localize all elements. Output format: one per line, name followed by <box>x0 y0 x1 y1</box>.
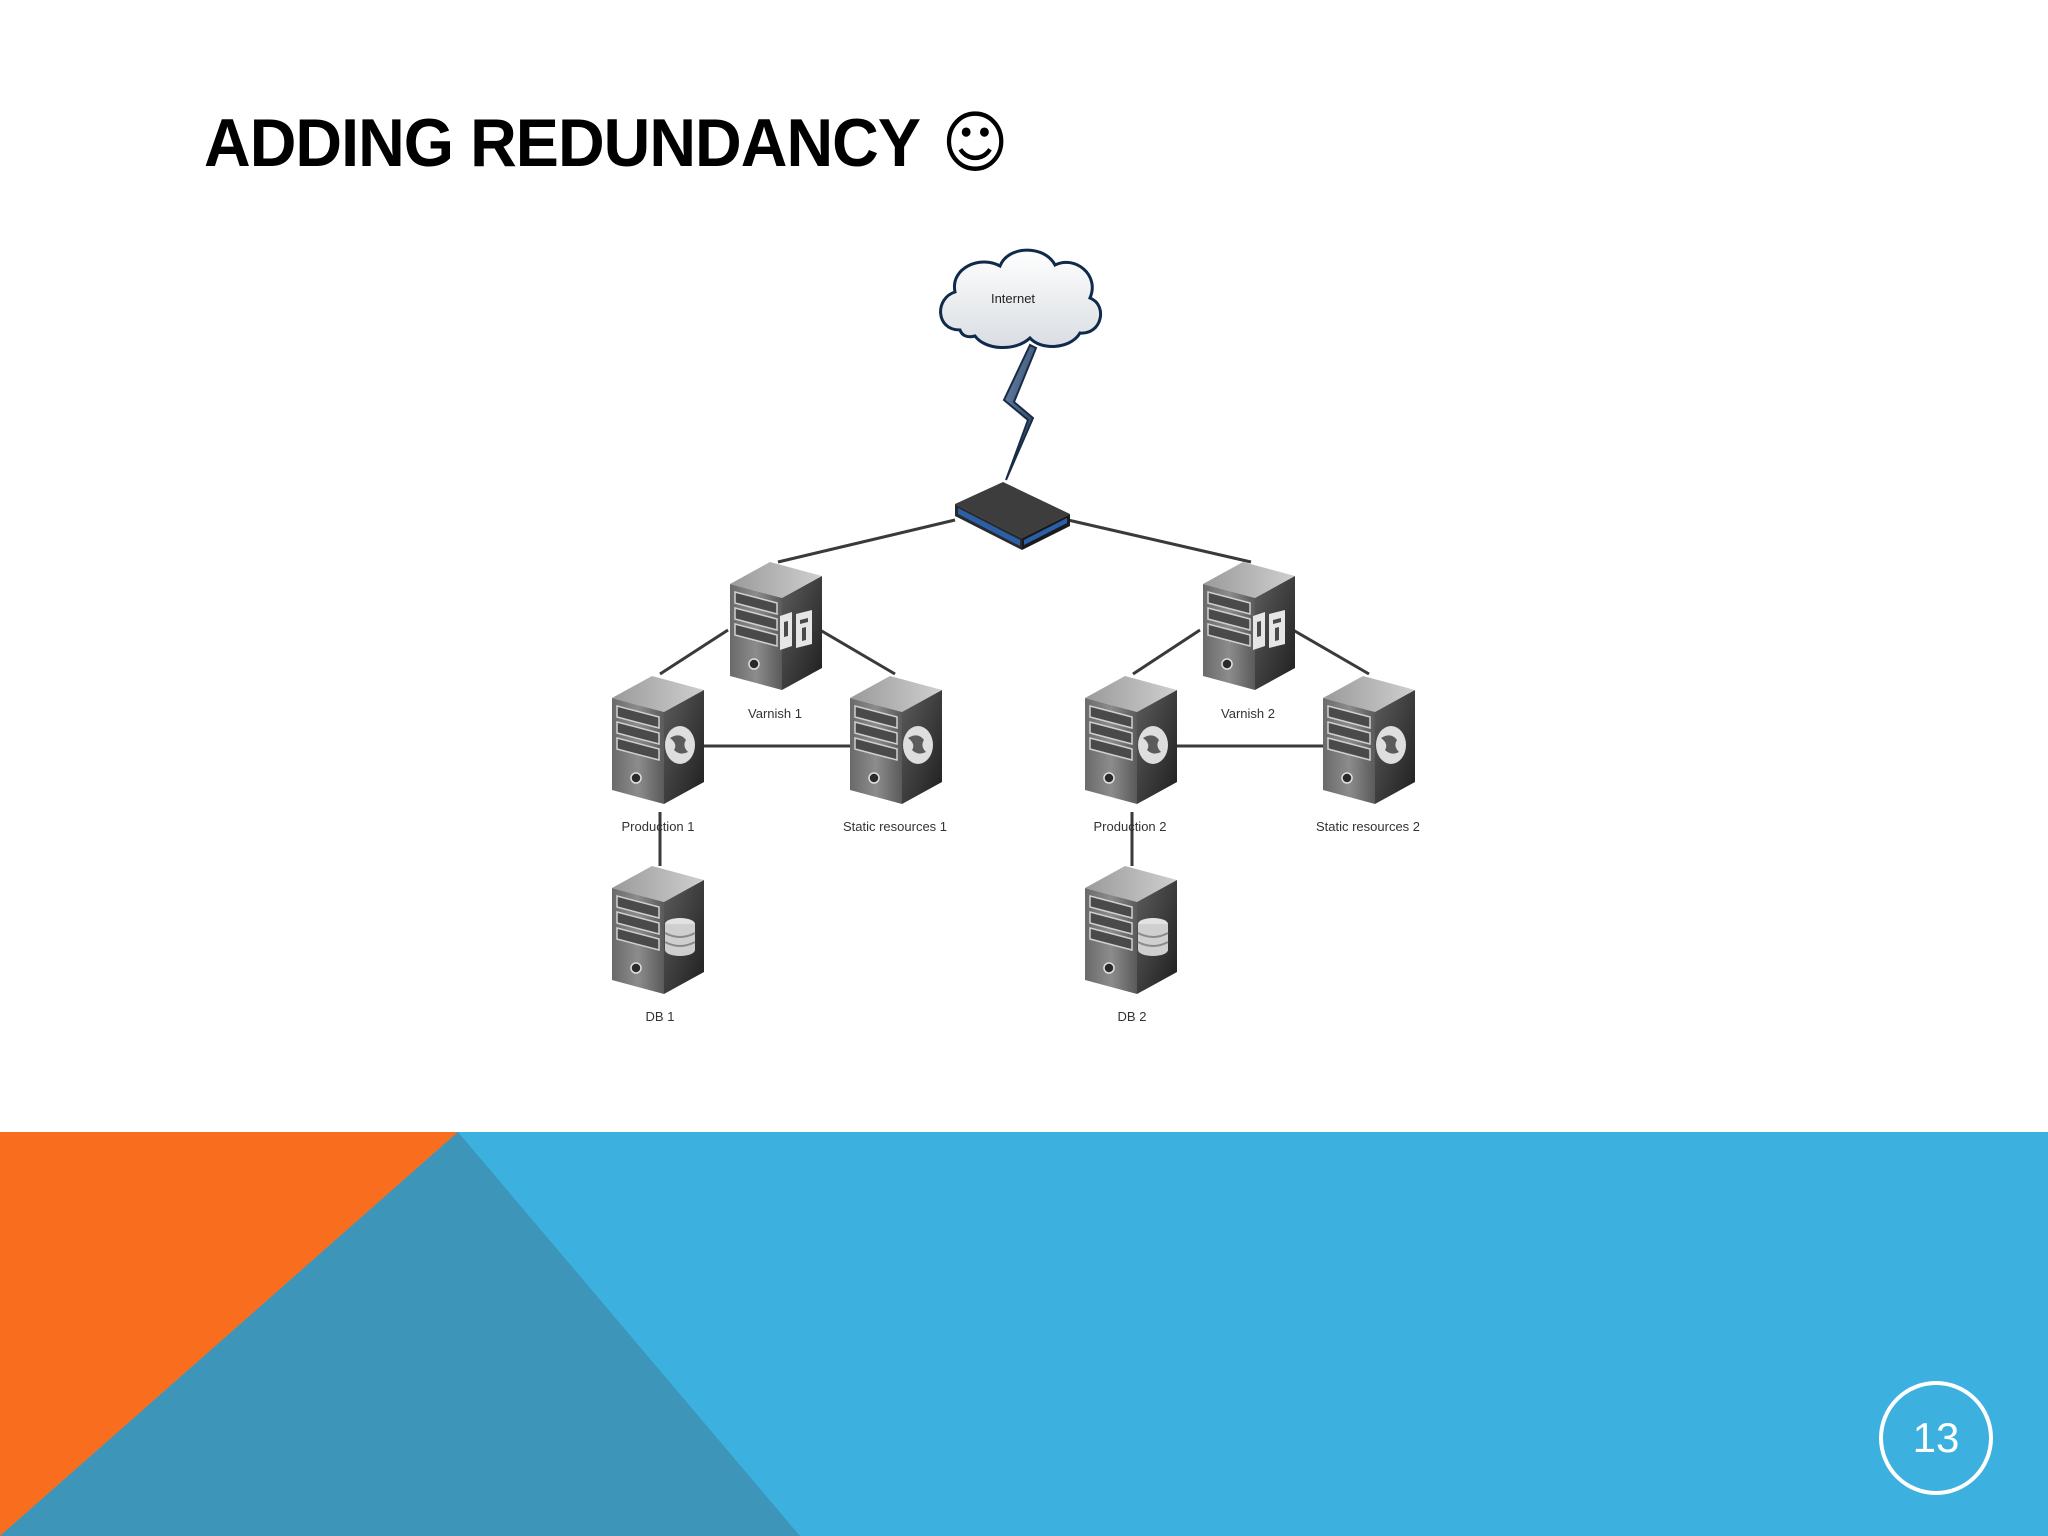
smiley-icon: ☺ <box>941 104 1009 183</box>
line-varnish2-prod2 <box>1132 628 1201 676</box>
lightning-bolt-icon <box>1002 343 1038 481</box>
server-varnish-1: Varnish 1 <box>730 562 822 721</box>
connection-lines <box>658 518 1370 866</box>
internet-cloud: Internet <box>939 248 1102 350</box>
label-static-resources-2: Static resources 2 <box>1316 819 1420 834</box>
server-static-resources-2: Static resources 2 <box>1316 676 1420 834</box>
line-varnish1-prod1 <box>659 628 729 676</box>
label-varnish-2: Varnish 2 <box>1221 706 1275 721</box>
globe-icon <box>1138 726 1168 764</box>
server-production-2: Production 2 <box>1085 676 1177 834</box>
page-number: 13 <box>1912 1414 1960 1461</box>
globe-icon <box>1376 726 1406 764</box>
line-varnish2-static2 <box>1292 628 1370 676</box>
label-production-2: Production 2 <box>1094 819 1167 834</box>
database-icon <box>1137 917 1169 957</box>
globe-icon <box>903 726 933 764</box>
title-text: ADDING REDUNDANCY <box>204 105 920 181</box>
cloud-label: Internet <box>991 291 1035 306</box>
line-varnish1-static1 <box>819 628 896 676</box>
page-number-badge: 13 <box>1879 1381 1993 1495</box>
label-db-1: DB 1 <box>646 1009 675 1024</box>
label-static-resources-1: Static resources 1 <box>843 819 947 834</box>
server-db-1: DB 1 <box>612 866 704 1024</box>
cloud-icon <box>939 248 1102 350</box>
cache-icon <box>780 610 812 650</box>
slide-title: ADDING REDUNDANCY ☺ <box>204 104 1009 183</box>
footer-teal <box>0 1132 800 1536</box>
server-static-resources-1: Static resources 1 <box>843 676 947 834</box>
database-icon <box>664 917 696 957</box>
footer-band <box>0 1132 2048 1536</box>
label-varnish-1: Varnish 1 <box>748 706 802 721</box>
label-db-2: DB 2 <box>1118 1009 1147 1024</box>
server-production-1: Production 1 <box>612 676 704 834</box>
line-switch-left <box>777 518 956 564</box>
server-db-2: DB 2 <box>1085 866 1177 1024</box>
server-varnish-2: Varnish 2 <box>1203 562 1295 721</box>
line-switch-right <box>1067 518 1252 564</box>
cache-icon <box>1253 610 1285 650</box>
label-production-1: Production 1 <box>622 819 695 834</box>
globe-icon <box>665 726 695 764</box>
network-switch <box>955 482 1070 550</box>
